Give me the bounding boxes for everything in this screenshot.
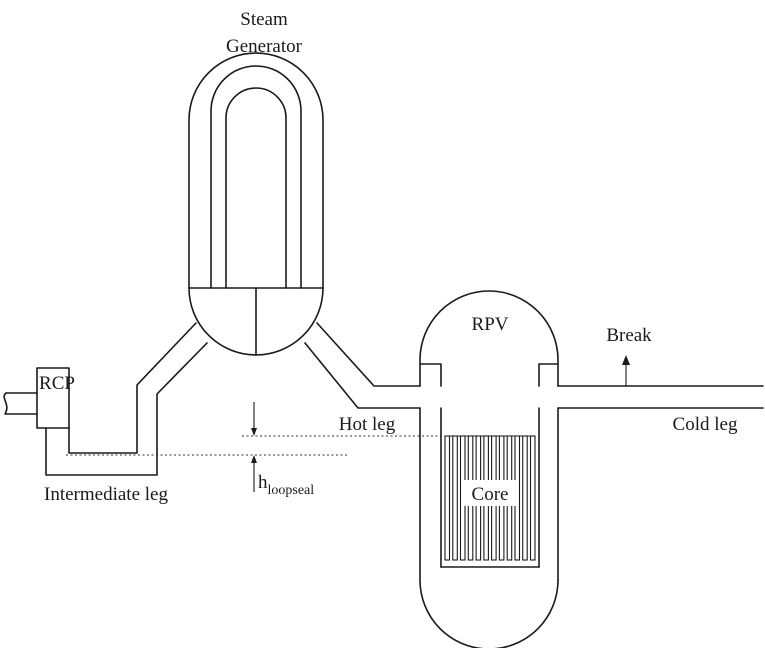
intermediate-leg-label: Intermediate leg	[44, 484, 168, 505]
cold-leg-label: Cold leg	[673, 414, 738, 435]
h-loopseal-subscript: loopseal	[268, 483, 315, 498]
fuel-rod	[452, 435, 458, 561]
rpv-label: RPV	[472, 314, 509, 335]
h-loopseal-main: h	[258, 472, 268, 493]
break-arrow	[622, 355, 630, 386]
steam-generator-label-line2: Generator	[226, 36, 303, 57]
fuel-rod	[522, 435, 528, 561]
fuel-rod	[529, 435, 536, 561]
hot-leg-label: Hot leg	[339, 414, 396, 435]
core-label-background	[464, 480, 516, 506]
reactor-pressure-vessel	[419, 290, 559, 648]
rcp-label: RCP	[39, 373, 75, 394]
intermediate-leg-pipe	[45, 322, 208, 476]
break-label: Break	[606, 325, 652, 346]
core-label: Core	[472, 484, 509, 505]
rcp-pump	[3, 367, 70, 429]
h-loopseal-label: hloopseal	[258, 472, 314, 498]
cold-leg-pipe	[557, 385, 764, 409]
steam-generator-label-line1: Steam	[240, 9, 288, 30]
steam-generator	[188, 52, 324, 356]
fuel-rod	[444, 435, 451, 561]
hot-leg-pipe	[304, 322, 421, 409]
loopseal-height-marker	[66, 402, 443, 492]
